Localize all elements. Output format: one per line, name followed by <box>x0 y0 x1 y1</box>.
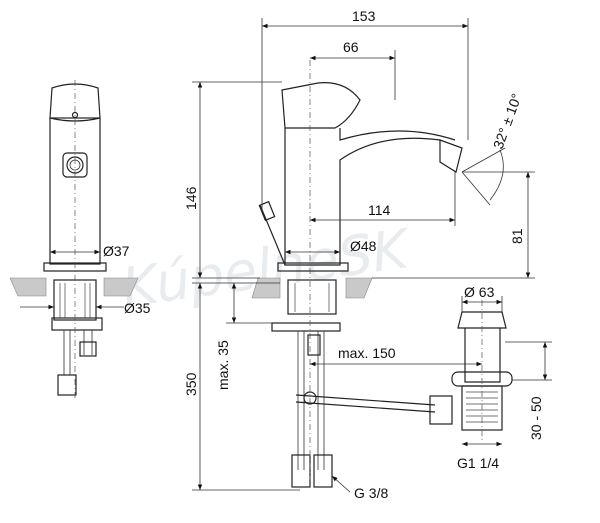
dim-diameter-48: Ø48 <box>350 238 377 254</box>
dim-diameter-63: Ø 63 <box>464 284 495 300</box>
dim-30-50: 30 - 50 <box>528 396 544 440</box>
dim-146: 146 <box>183 186 199 210</box>
dim-angle: 32° ± 10° <box>490 91 525 151</box>
dim-g-3-8: G 3/8 <box>354 485 388 501</box>
dim-diameter-35: Ø35 <box>124 300 151 316</box>
dim-g1-1-4: G1 1/4 <box>457 455 499 471</box>
dim-114: 114 <box>368 202 391 218</box>
dim-153: 153 <box>352 8 376 24</box>
dim-350: 350 <box>183 372 199 396</box>
watermark-text: KúpelneSK <box>118 217 415 320</box>
dim-max-35: max. 35 <box>215 340 231 390</box>
dim-66: 66 <box>343 39 359 55</box>
dim-diameter-37: Ø37 <box>103 243 130 259</box>
side-view <box>251 60 513 488</box>
front-view <box>9 80 139 400</box>
dim-81: 81 <box>509 228 525 244</box>
dim-max-150: max. 150 <box>338 345 396 361</box>
